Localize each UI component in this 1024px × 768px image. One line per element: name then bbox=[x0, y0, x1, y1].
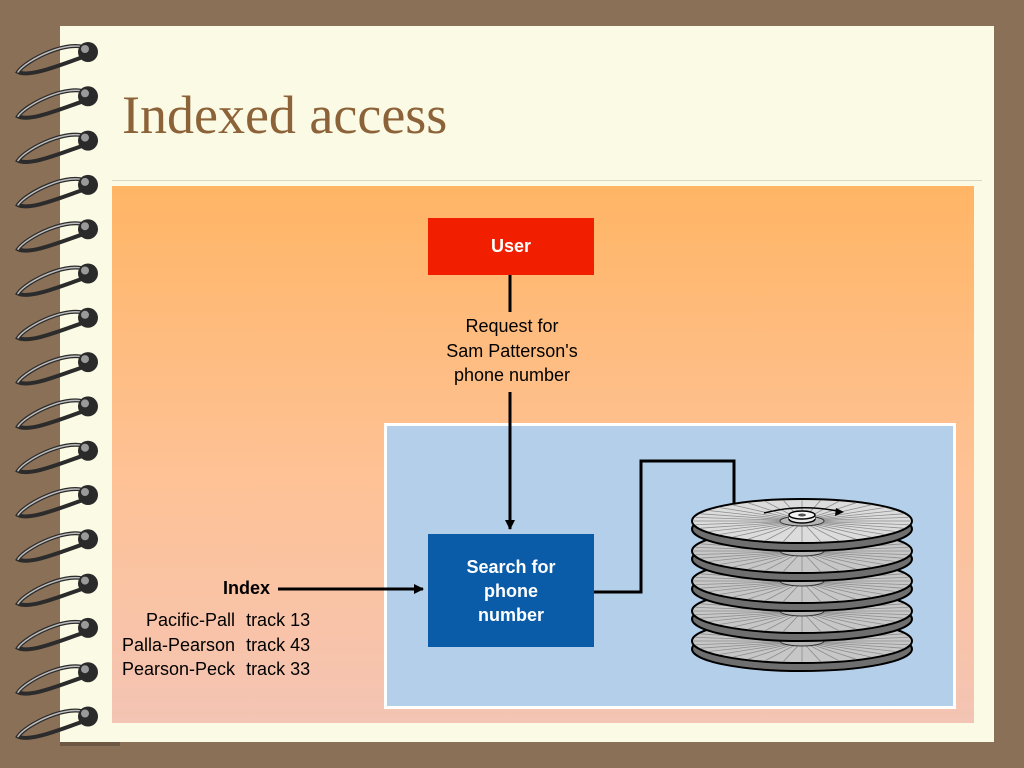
index-row: Pearson-Peck track 33 bbox=[122, 657, 310, 682]
spiral-ring-icon bbox=[15, 219, 98, 253]
disk-platter bbox=[691, 498, 913, 552]
index-track: track 33 bbox=[246, 659, 311, 679]
index-range: Pearson-Peck bbox=[122, 659, 236, 679]
connector-lines bbox=[278, 275, 739, 594]
spiral-ring-icon bbox=[15, 529, 98, 563]
spiral-ring-icon bbox=[15, 307, 98, 342]
user-box: User bbox=[428, 218, 594, 275]
page-shadow bbox=[60, 742, 120, 746]
index-range: Pacific-Pall bbox=[146, 610, 236, 630]
spiral-ring-icon bbox=[15, 86, 98, 120]
spiral-ring-icon bbox=[15, 174, 98, 209]
diagram-panel: User Request for Sam Patterson's phone n… bbox=[112, 186, 974, 723]
disk-stack-icon bbox=[691, 498, 913, 672]
index-row: Palla-Pearson track 43 bbox=[122, 633, 310, 658]
spiral-ring-icon bbox=[15, 617, 98, 652]
spiral-ring-icon bbox=[15, 42, 98, 76]
title-divider bbox=[112, 180, 982, 181]
index-title: Index bbox=[222, 578, 270, 598]
spiral-binding bbox=[15, 42, 98, 740]
spiral-ring-icon bbox=[15, 485, 98, 519]
slide-title: Indexed access bbox=[122, 85, 448, 145]
disk-arrow bbox=[594, 459, 739, 594]
request-label: Request for Sam Patterson's phone number bbox=[446, 316, 578, 385]
rotation-arrowhead bbox=[835, 508, 844, 516]
spiral-ring-icon bbox=[15, 396, 98, 430]
spiral-ring-icon bbox=[15, 662, 98, 696]
disk-spindle bbox=[788, 510, 816, 524]
index-row: Pacific-Pall track 13 bbox=[122, 608, 310, 633]
index-track: track 43 bbox=[246, 634, 311, 655]
index-range: Palla-Pearson bbox=[122, 634, 236, 655]
spiral-ring-icon bbox=[15, 573, 98, 607]
search-box: Search for phone number bbox=[428, 534, 594, 647]
index-track: track 13 bbox=[246, 610, 311, 630]
spiral-ring-icon bbox=[15, 263, 98, 297]
spiral-ring-icon bbox=[15, 706, 98, 740]
rotation-arrow-icon bbox=[763, 507, 843, 514]
spiral-ring-icon bbox=[15, 440, 98, 475]
index-table: Pacific-Pall track 13 Palla-Pearson trac… bbox=[122, 608, 310, 682]
spiral-ring-icon bbox=[15, 352, 98, 386]
spiral-ring-icon bbox=[15, 130, 98, 164]
